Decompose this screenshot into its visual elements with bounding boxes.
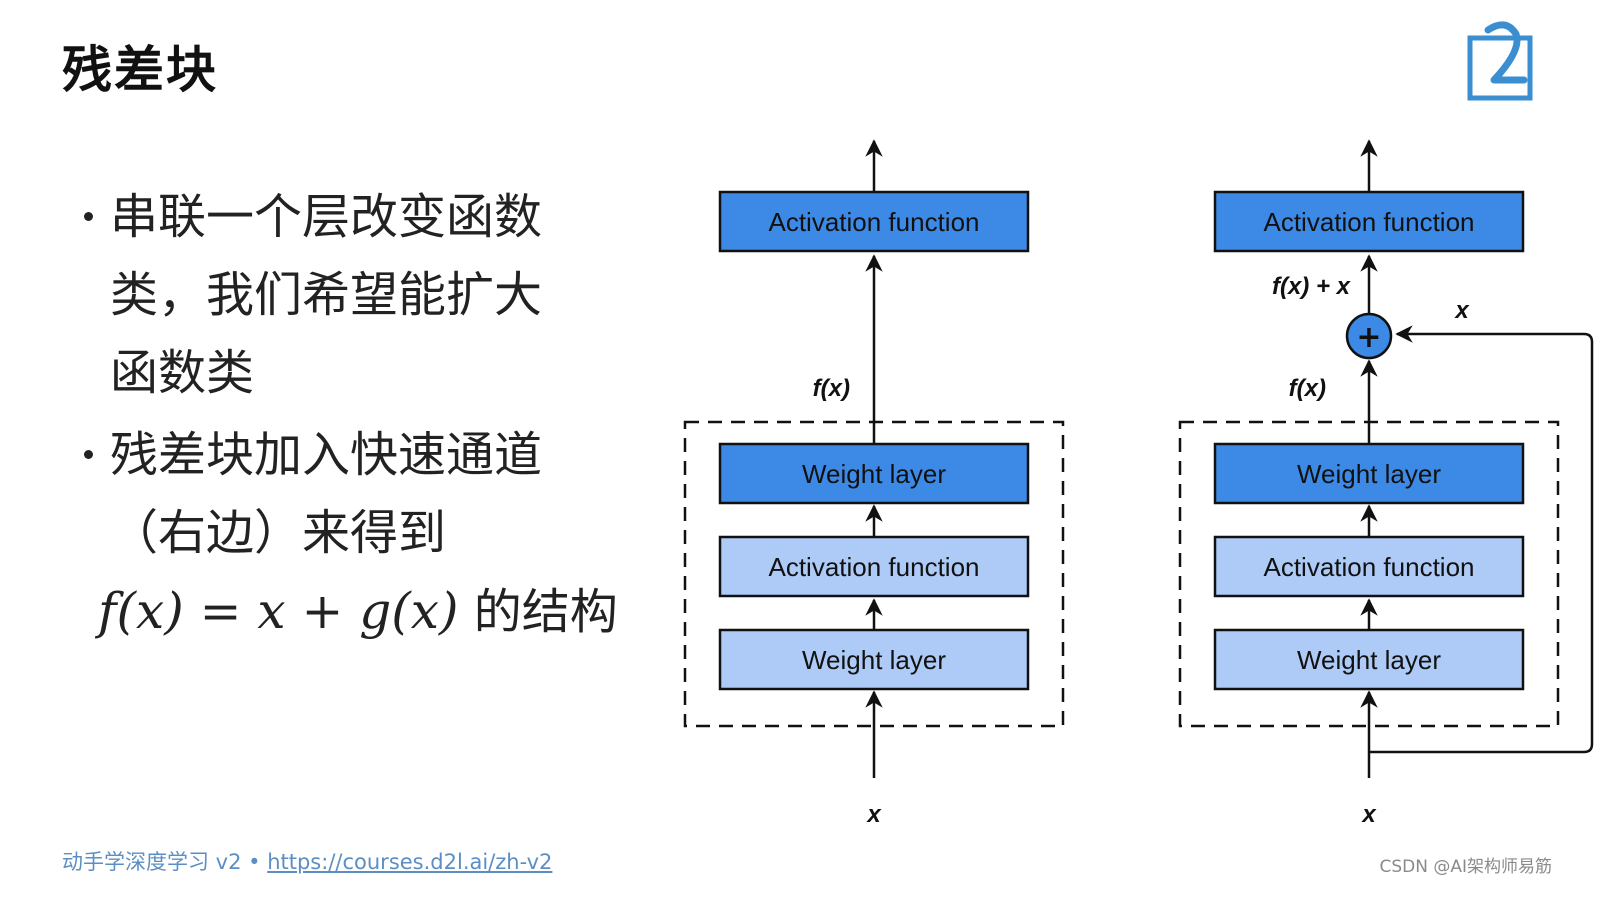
- right-weight-layer-1: [1213, 628, 1525, 691]
- right-top-activation-label: Activation function: [1263, 207, 1474, 237]
- right-inner-activation-block: [1213, 535, 1525, 598]
- formula-suffix: 的结构: [473, 584, 618, 640]
- bullet-1-line-3: 函数类: [110, 345, 255, 401]
- normal-block-diagram: Activation function Weight layer Activat…: [683, 139, 1065, 828]
- bullet-list: 串联一个层改变函数 类，我们希望能扩大 函数类 残差块加入快速通道 （右边）来得…: [80, 178, 640, 651]
- footer: 动手学深度学习 v2 • https://courses.d2l.ai/zh-v…: [62, 846, 552, 876]
- footer-text: 动手学深度学习 v2 •: [62, 850, 268, 874]
- add-node: [1345, 312, 1393, 360]
- right-fx-label: f(x): [1289, 375, 1326, 402]
- right-inner-activation-label: Activation function: [1263, 552, 1474, 582]
- right-top-activation-block: [1213, 190, 1525, 253]
- right-shortcut-x-label: x: [1453, 297, 1470, 324]
- add-icon: +: [1356, 320, 1381, 355]
- left-inner-activation-block: [718, 535, 1030, 598]
- footer-link[interactable]: https://courses.d2l.ai/zh-v2: [267, 850, 553, 874]
- left-fx-label: f(x): [813, 375, 850, 402]
- left-weight-layer-2: [718, 442, 1030, 505]
- right-input-x-label: x: [1360, 801, 1377, 828]
- bullet-2-line-2: （右边）来得到: [110, 505, 447, 561]
- bullet-1-line-2: 类，我们希望能扩大: [110, 267, 543, 323]
- right-weight-layer-1-label: Weight layer: [1297, 645, 1441, 675]
- bullet-2-formula-line: f(x) = x + g(x) 的结构: [98, 572, 640, 651]
- left-weight-layer-1-label: Weight layer: [802, 645, 946, 675]
- residual-formula: f(x) = x + g(x): [98, 582, 459, 640]
- right-weight-layer-2: [1213, 442, 1525, 505]
- shortcut-connection: [1369, 325, 1594, 754]
- left-weight-layer-1: [718, 628, 1030, 691]
- left-top-activation-label: Activation function: [768, 207, 979, 237]
- slide-title: 残差块: [62, 41, 218, 99]
- left-inner-activation-label: Activation function: [768, 552, 979, 582]
- left-input-x-label: x: [865, 801, 882, 828]
- bullet-2-line-1: 残差块加入快速通道: [110, 427, 543, 483]
- bullet-2: 残差块加入快速通道 （右边）来得到 f(x) = x + g(x) 的结构: [80, 416, 640, 651]
- left-top-activation-block: [718, 190, 1030, 253]
- right-sum-label: f(x) + x: [1272, 273, 1352, 300]
- left-weight-layer-2-label: Weight layer: [802, 459, 946, 489]
- d2l-logo-icon: [1467, 21, 1533, 101]
- bullet-1-line-1: 串联一个层改变函数: [110, 189, 543, 245]
- residual-block-diagram-right: + Activation function Weight layer Activ…: [1178, 139, 1594, 828]
- right-weight-layer-2-label: Weight layer: [1297, 459, 1441, 489]
- csdn-watermark: CSDN @AI架构师易筋: [1379, 857, 1552, 877]
- bullet-1: 串联一个层改变函数 类，我们希望能扩大 函数类: [80, 178, 640, 412]
